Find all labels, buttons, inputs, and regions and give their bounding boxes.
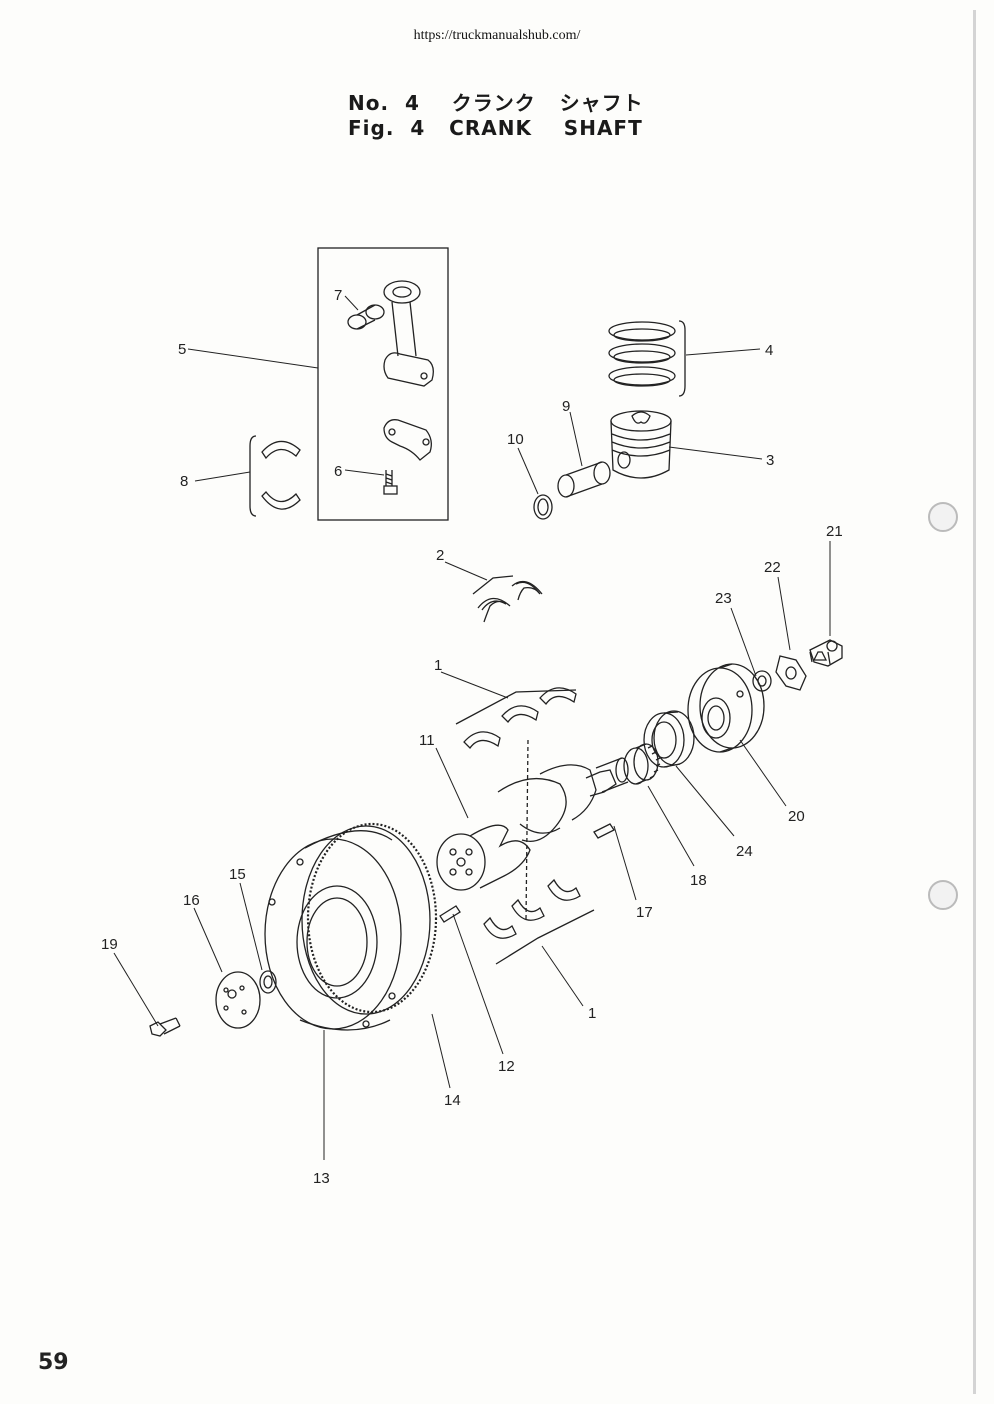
- ring-bracket: [678, 320, 686, 397]
- callout-5: 5: [178, 341, 186, 358]
- connecting-rod-bolt: [383, 470, 398, 495]
- crankshaft-pulley: [687, 663, 765, 753]
- piston-pin-snap-ring: [533, 494, 553, 520]
- callout-16: 16: [183, 892, 200, 909]
- figure-title-en: Fig. 4 CRANK SHAFT: [348, 116, 643, 140]
- pilot-bearing: [259, 970, 277, 994]
- woodruff-key: [593, 823, 615, 839]
- binder-hole: [928, 502, 958, 532]
- callout-9: 9: [562, 398, 570, 415]
- callout-1-lower: 1: [588, 1005, 596, 1022]
- callout-labels: 5 7 6 8 4 3 9 10 2 1 11 21 22 23 20 24 1…: [101, 287, 843, 1187]
- callout-17: 17: [636, 904, 653, 921]
- source-url: https://truckmanualshub.com/: [413, 28, 581, 43]
- main-bearings-upper: [455, 687, 577, 750]
- callout-2: 2: [436, 547, 444, 564]
- callout-23: 23: [715, 590, 732, 607]
- bearing-bracket: [249, 435, 257, 517]
- piston-ring-set: [608, 321, 676, 387]
- dowel-pin: [439, 905, 461, 923]
- callout-24: 24: [736, 843, 753, 860]
- conrod-bushing: [347, 304, 385, 330]
- crankshaft-gear: [623, 743, 661, 785]
- flywheel: [264, 830, 402, 1031]
- flywheel-lock-plate: [215, 971, 261, 1029]
- conrod-bearing-upper: [261, 440, 301, 460]
- callout-18: 18: [690, 872, 707, 889]
- callout-4: 4: [765, 342, 773, 359]
- flywheel-bolt: [149, 1017, 181, 1037]
- thrust-washers: [472, 575, 543, 623]
- ring-gear: [301, 822, 438, 1015]
- leader-lines: [113, 295, 831, 1160]
- oil-slinger: [643, 710, 695, 768]
- callout-22: 22: [764, 559, 781, 576]
- callout-10: 10: [507, 431, 524, 448]
- pulley-nut: [809, 639, 843, 667]
- callout-12: 12: [498, 1058, 515, 1075]
- figure-title-jp: No. 4 クランク シャフト: [348, 91, 644, 115]
- page-edge: [973, 10, 976, 1394]
- conrod-bearing-lower: [261, 491, 301, 510]
- lock-washer: [775, 655, 807, 691]
- callout-8: 8: [180, 473, 188, 490]
- connecting-rod: [383, 280, 434, 387]
- callout-15: 15: [229, 866, 246, 883]
- page-number: 59: [38, 1350, 69, 1375]
- connecting-rod-cap: [383, 419, 432, 461]
- callout-7: 7: [334, 287, 342, 304]
- callout-21: 21: [826, 523, 843, 540]
- crankshaft: [436, 757, 629, 891]
- callout-20: 20: [788, 808, 805, 825]
- callout-13: 13: [313, 1170, 330, 1187]
- callout-1-upper: 1: [434, 657, 442, 674]
- conrod-assembly-box: [317, 247, 449, 521]
- callout-11: 11: [419, 732, 435, 749]
- piston-pin: [557, 461, 611, 498]
- callout-14: 14: [444, 1092, 461, 1109]
- pulley-washer: [752, 670, 772, 692]
- callout-3: 3: [766, 452, 774, 469]
- binder-hole: [928, 880, 958, 910]
- callout-19: 19: [101, 936, 118, 953]
- callout-6: 6: [334, 463, 342, 480]
- piston: [610, 410, 672, 479]
- main-bearings-lower: [483, 739, 595, 965]
